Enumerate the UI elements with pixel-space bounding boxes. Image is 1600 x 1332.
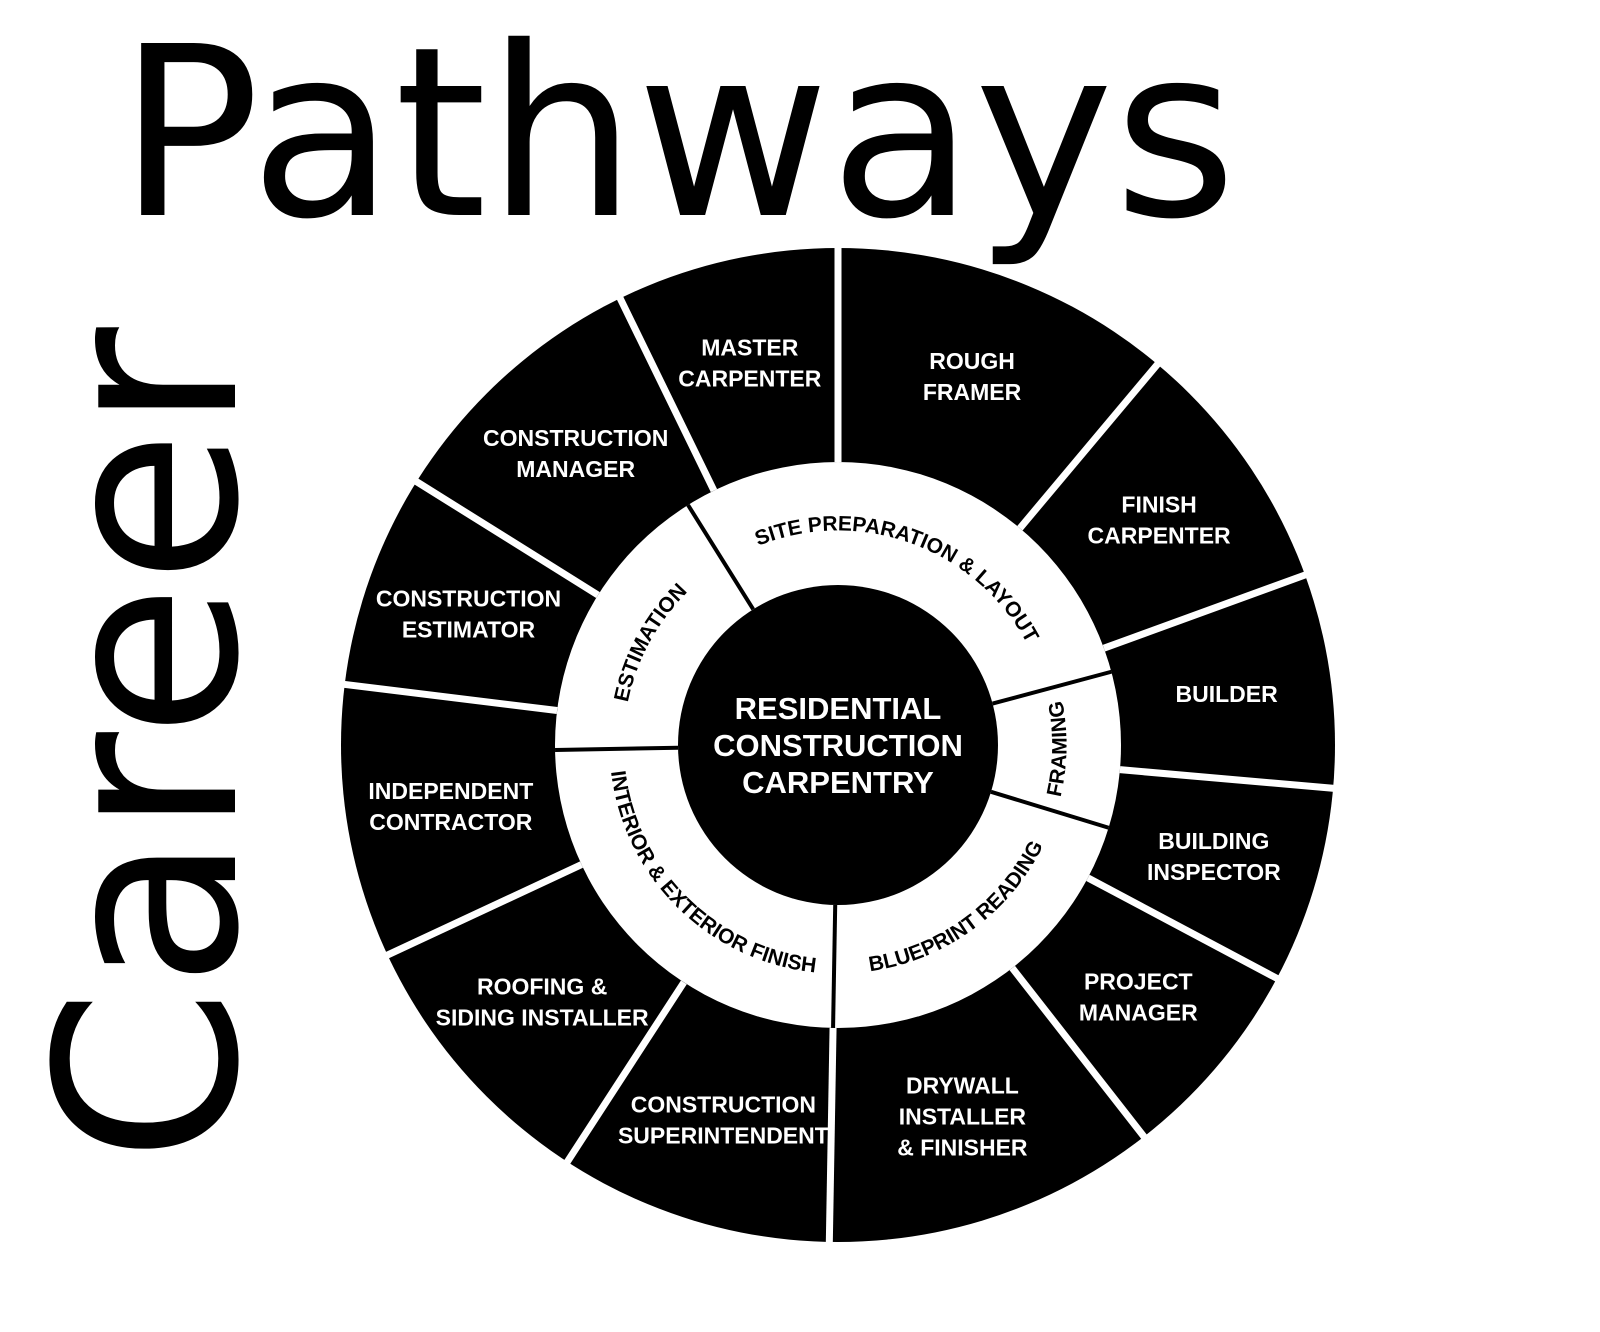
- career-divider: [382, 861, 583, 960]
- career-divider: [340, 680, 558, 714]
- career-title: Career: [3, 327, 294, 1163]
- career-divider: [562, 980, 687, 1168]
- skill-divider: [992, 669, 1112, 706]
- career-divider: [825, 1027, 837, 1246]
- career-divider: [1009, 965, 1150, 1142]
- center-disc: [678, 585, 998, 905]
- skill-divider: [990, 789, 1110, 830]
- skill-divider: [555, 745, 679, 752]
- skill-divider: [686, 503, 755, 611]
- career-divider: [1102, 570, 1310, 652]
- skill-divider: [831, 904, 838, 1028]
- career-divider: [1086, 874, 1282, 984]
- career-divider: [615, 293, 718, 493]
- career-divider: [1017, 358, 1163, 531]
- pathways-title: Pathways: [118, 0, 1237, 271]
- career-divider: [411, 476, 600, 599]
- career-label: BUILDER: [1176, 681, 1279, 707]
- career-divider: [1119, 766, 1338, 793]
- career-label: ROOFING &SIDING INSTALLER: [436, 974, 649, 1031]
